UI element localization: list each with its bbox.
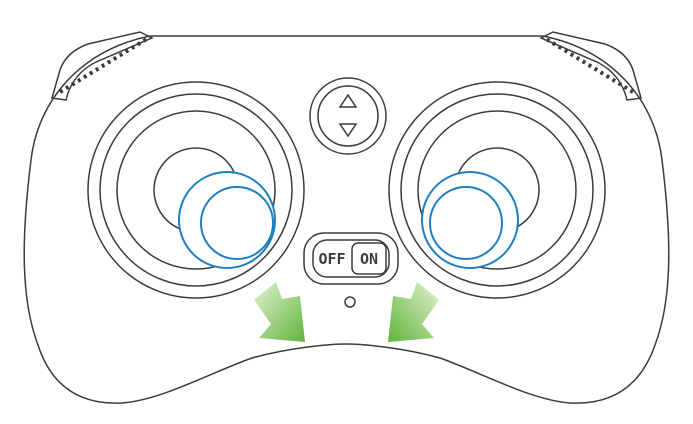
right-joystick-cap <box>421 171 519 269</box>
right-shoulder-button <box>539 31 642 101</box>
controller-body <box>23 35 670 404</box>
trim-button <box>309 77 387 155</box>
arrow-up-icon <box>338 93 358 108</box>
left-joystick-middle-ring <box>99 93 293 287</box>
power-indicator-led <box>344 296 356 308</box>
left-shoulder-button <box>51 31 154 101</box>
right-joystick-outer-ring <box>388 81 606 299</box>
arrow-down-icon <box>338 123 358 138</box>
power-on-label: ON <box>360 250 378 268</box>
power-off-label: OFF <box>318 250 345 268</box>
left-joystick-outer-ring <box>87 81 305 299</box>
left-joystick-cap <box>178 171 276 269</box>
right-joystick-inner-ring <box>417 110 577 270</box>
left-joystick-inner-ring <box>116 110 276 270</box>
left-arrow-icon <box>254 282 305 342</box>
right-joystick-middle-ring <box>400 93 594 287</box>
power-switch <box>303 232 399 285</box>
right-arrow-icon <box>388 282 439 342</box>
